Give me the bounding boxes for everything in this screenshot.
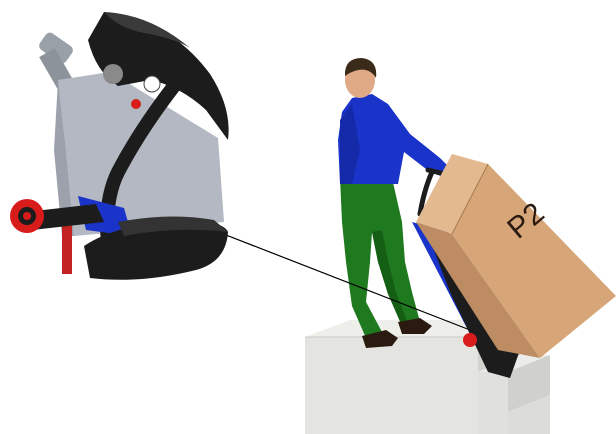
bolt	[144, 76, 160, 92]
bolt	[103, 64, 123, 84]
